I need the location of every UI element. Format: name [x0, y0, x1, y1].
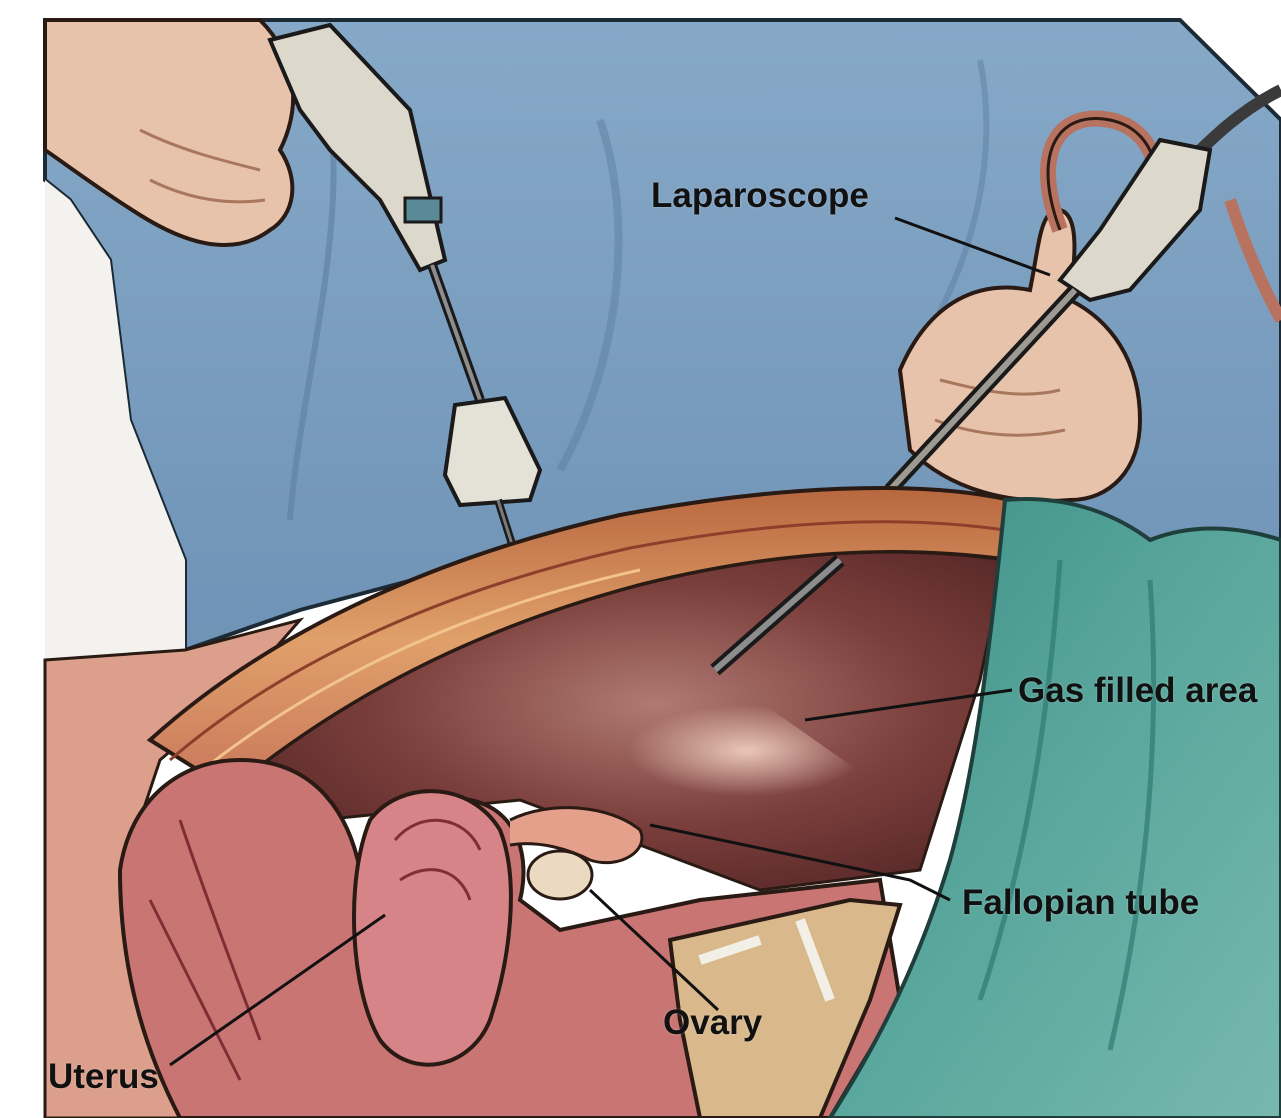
- label-fallopian-tube: Fallopian tube: [962, 885, 1199, 920]
- label-ovary: Ovary: [663, 1005, 762, 1040]
- ovary: [528, 851, 592, 899]
- label-gas-filled-area: Gas filled area: [1018, 673, 1257, 708]
- label-uterus: Uterus: [48, 1059, 159, 1094]
- label-laparoscope: Laparoscope: [651, 178, 869, 213]
- uterus: [354, 791, 511, 1065]
